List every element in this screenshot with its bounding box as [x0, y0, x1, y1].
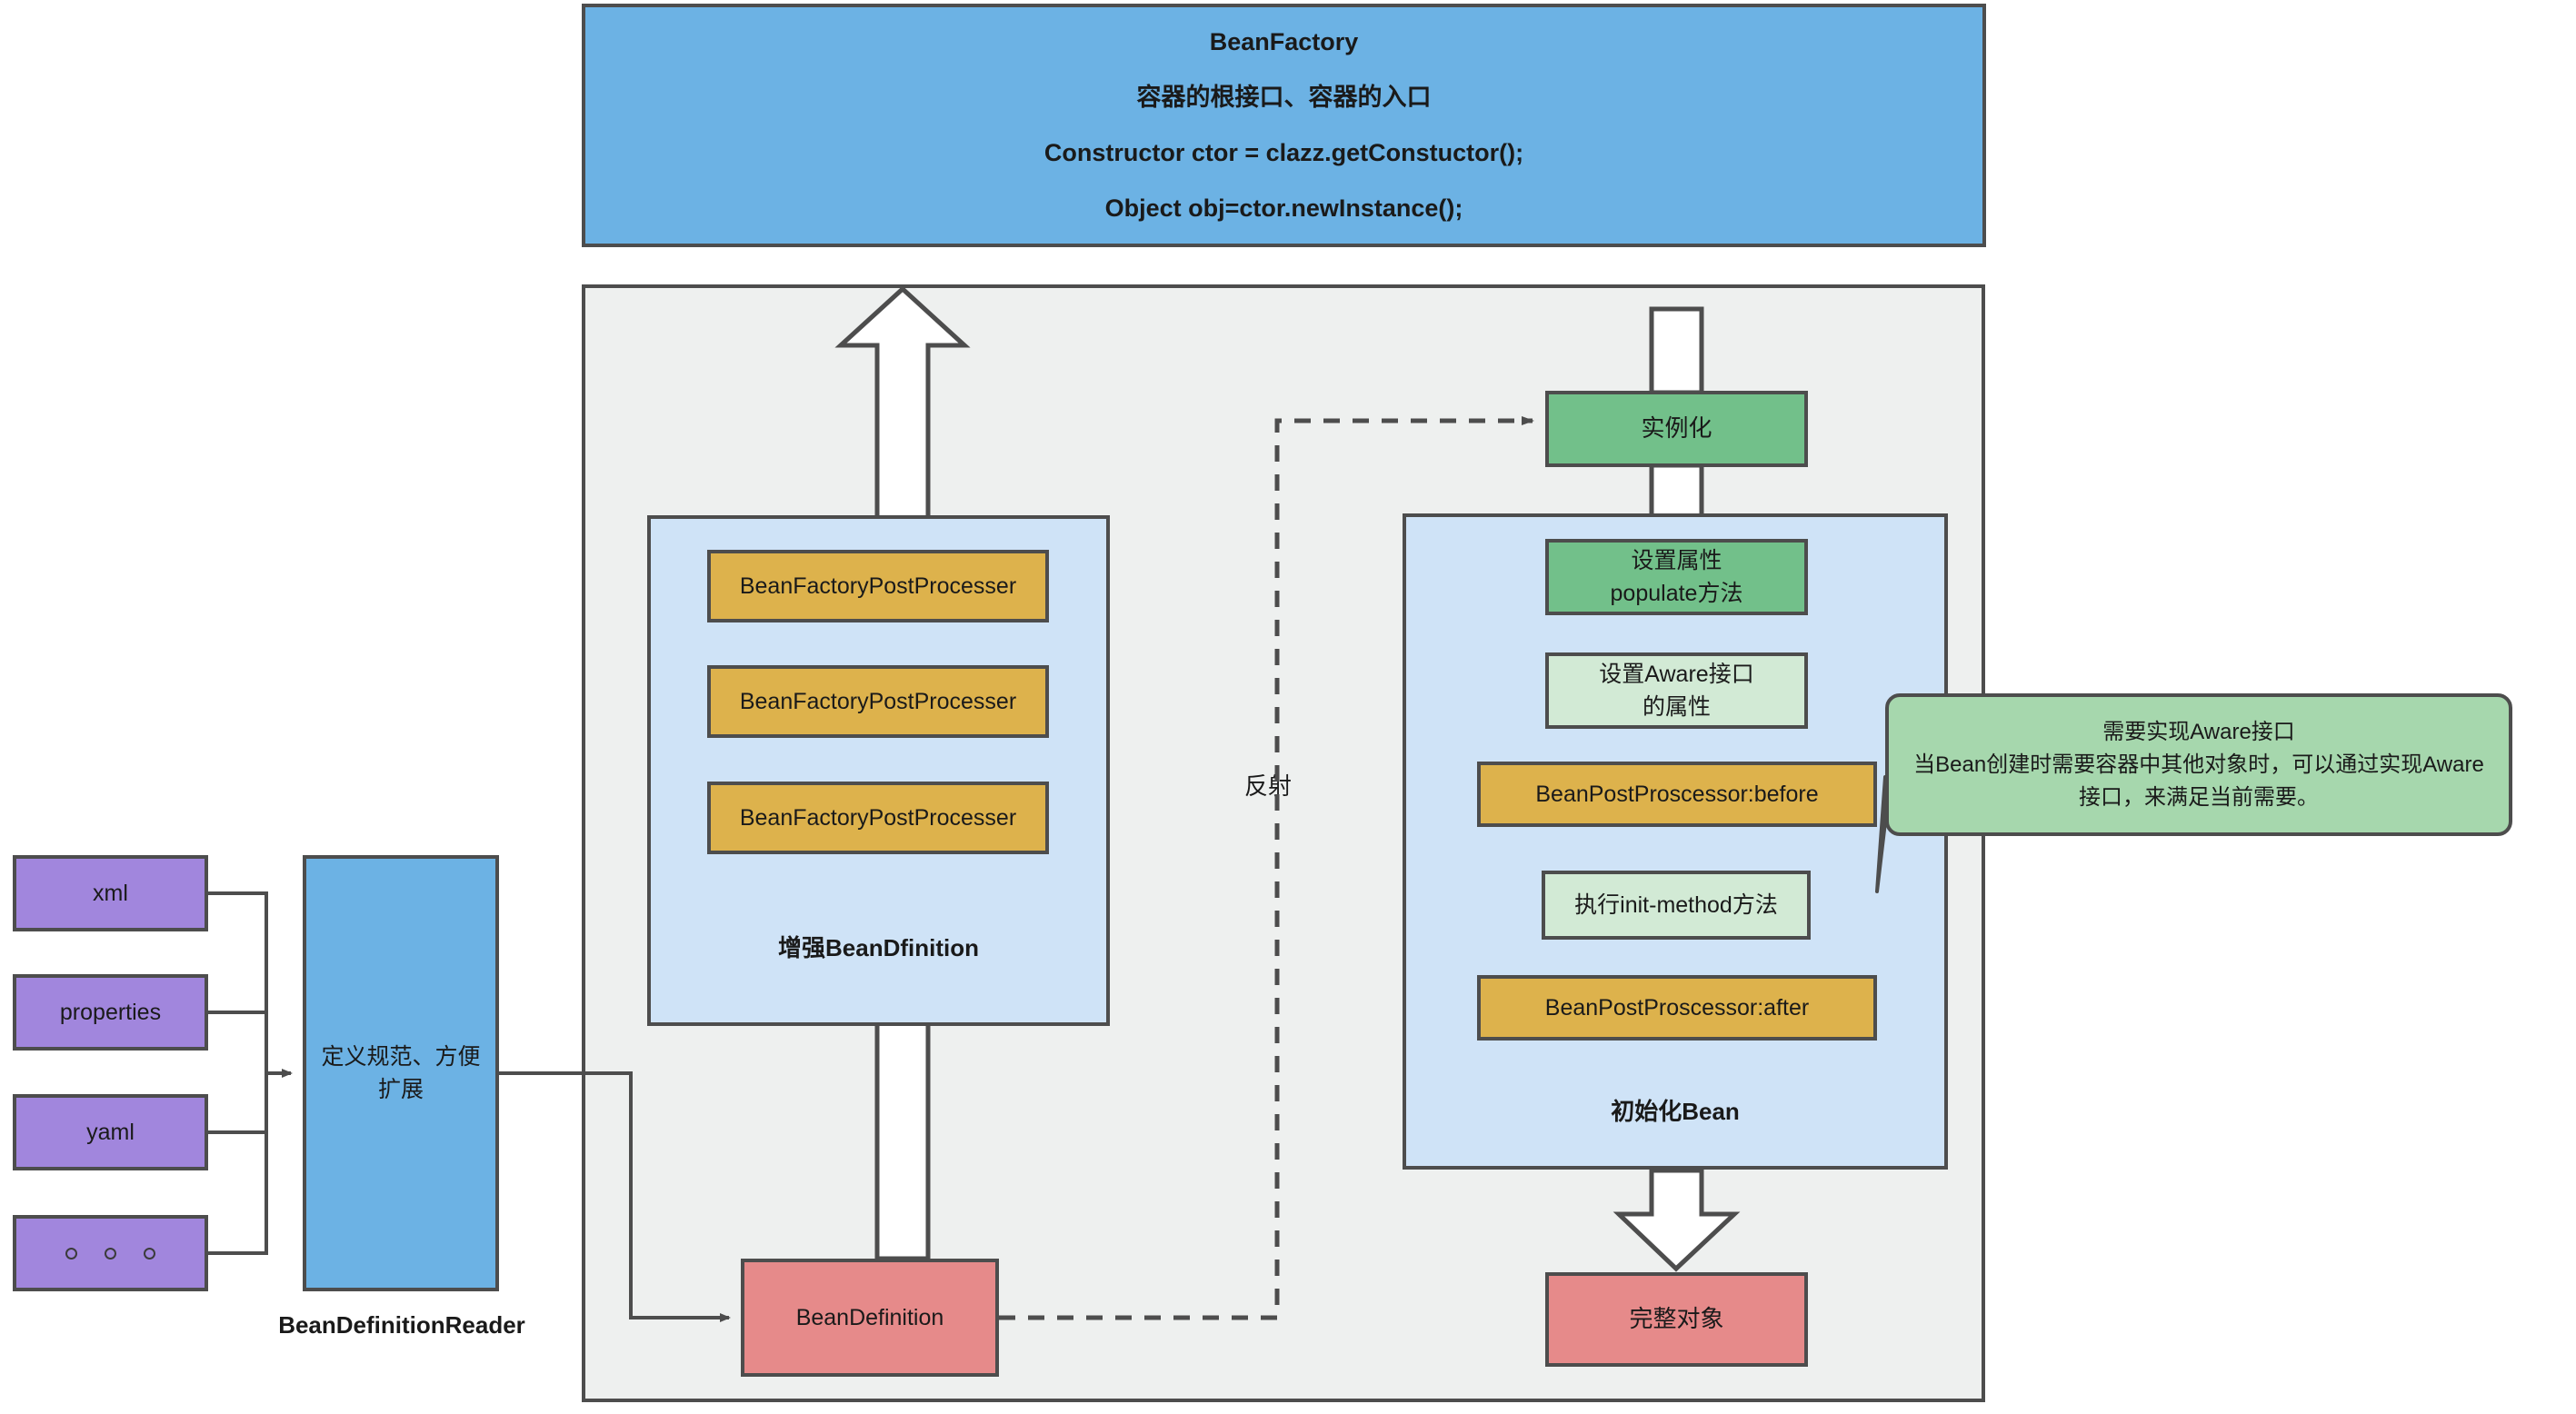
bean-definition-reader-caption: BeanDefinitionReader — [278, 1311, 525, 1339]
wire-xml-to-bus — [208, 891, 268, 1073]
reflection-label: 反射 — [1243, 772, 1292, 800]
beanfactory-title: BeanFactory — [1209, 27, 1359, 55]
callout-line-1: 需要实现Aware接口 — [2102, 719, 2295, 744]
source-box-properties: properties — [13, 974, 208, 1051]
init-to-object-arrow-overlay — [1612, 1168, 1741, 1272]
beanfactory-header-box: BeanFactory 容器的根接口、容器的入口 Constructor cto… — [582, 4, 1986, 247]
step-beanpostprocessor-after: BeanPostProscessor:after — [1477, 975, 1877, 1041]
bean-definition-reader-box: 定义规范、方便 扩展 — [303, 855, 499, 1291]
source-box-ellipsis — [13, 1215, 208, 1291]
bean-factory-post-processer-3: BeanFactoryPostProcesser — [707, 782, 1049, 854]
callout-line-2: 当Bean创建时需要容器中其他对象时，可以通过实现Aware — [1913, 752, 2484, 777]
instantiate-box: 实例化 — [1545, 391, 1808, 467]
source-box-xml: xml — [13, 855, 208, 931]
bean-factory-post-processer-1: BeanFactoryPostProcesser — [707, 550, 1049, 622]
callout-line-3: 接口，来满足当前需要。 — [2079, 784, 2319, 810]
wire-reflection-dashed — [999, 416, 1534, 1320]
complete-object-box: 完整对象 — [1545, 1272, 1808, 1367]
wire-reader-to-beandefinition — [499, 1071, 731, 1322]
ellipsis-dots-icon — [65, 1247, 155, 1260]
step-set-properties-populate: 设置属性 populate方法 — [1545, 539, 1808, 615]
beanfactory-code-line-2: Object obj=ctor.newInstance(); — [1104, 194, 1463, 223]
step-execute-init-method: 执行init-method方法 — [1542, 871, 1811, 940]
callout-tail — [1875, 775, 1887, 893]
aware-interface-callout: 需要实现Aware接口 当Bean创建时需要容器中其他对象时，可以通过实现Awa… — [1885, 693, 2512, 836]
step-set-aware-properties: 设置Aware接口 的属性 — [1545, 652, 1808, 729]
initialize-bean-panel — [1403, 513, 1948, 1170]
beanfactory-subtitle: 容器的根接口、容器的入口 — [1136, 83, 1432, 111]
beanfactory-code-line-1: Constructor ctor = clazz.getConstuctor()… — [1043, 139, 1524, 166]
enhance-beandefinition-caption: 增强BeanDfinition — [778, 934, 979, 961]
wire-dots-to-bus — [208, 1073, 268, 1255]
bean-factory-post-processer-2: BeanFactoryPostProcesser — [707, 665, 1049, 738]
initialize-bean-caption: 初始化Bean — [1611, 1098, 1740, 1125]
bean-definition-box: BeanDefinition — [741, 1259, 999, 1377]
step-beanpostprocessor-before: BeanPostProscessor:before — [1477, 762, 1877, 827]
source-box-yaml: yaml — [13, 1094, 208, 1170]
